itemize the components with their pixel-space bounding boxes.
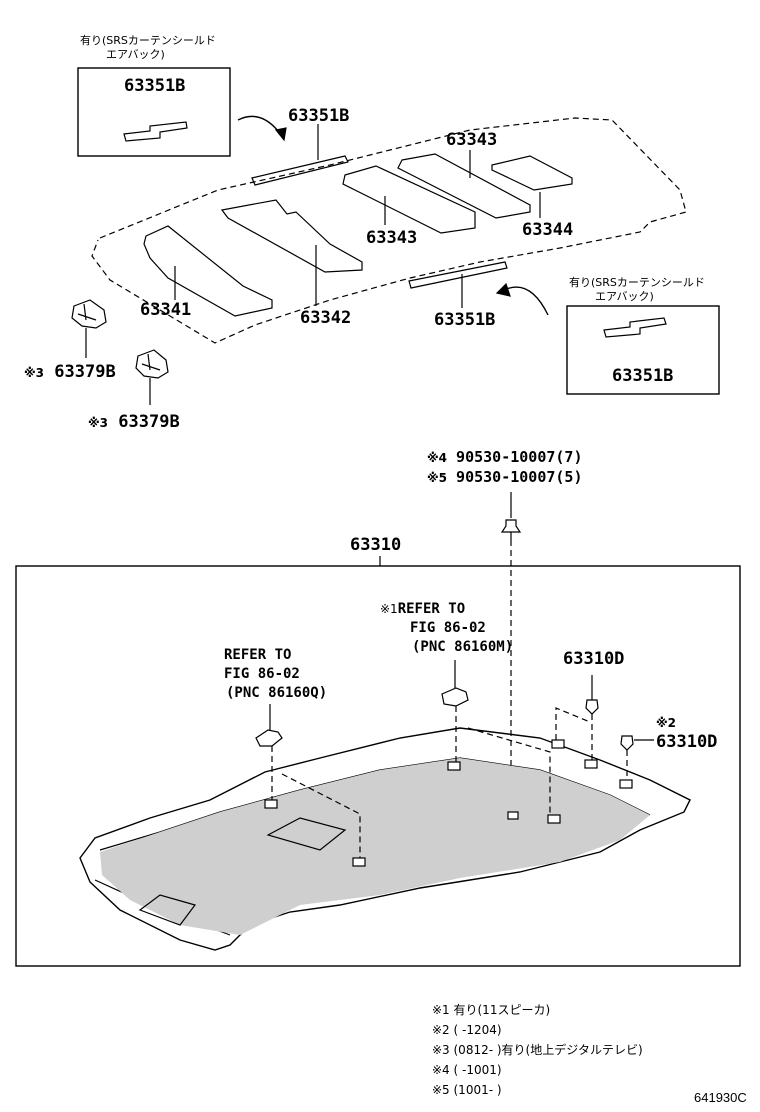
map-lamp-opening	[138, 894, 197, 926]
part-63351B-inset-right[interactable]: 63351B	[612, 366, 674, 386]
part-63310D-a[interactable]: 63310D	[563, 649, 625, 669]
headliner-body	[79, 727, 691, 951]
refer-86160M[interactable]: ※1REFER TO FIG 86-02 (PNC 86160M)	[380, 600, 513, 657]
part-63379B-b[interactable]: 63379B	[118, 412, 180, 432]
inset-pad-right	[603, 317, 667, 338]
part-90530-10007-5[interactable]: 90530-10007(5)	[456, 468, 583, 486]
bolt-90530	[500, 519, 522, 540]
part-63344[interactable]: 63344	[522, 220, 574, 240]
mark-3b: ※3	[88, 416, 109, 430]
arrow-top	[237, 115, 283, 137]
part-63351B[interactable]: 63351B	[288, 106, 350, 126]
mark-2: ※2	[656, 716, 677, 730]
mark-1: ※1	[380, 602, 398, 616]
part-63342[interactable]: 63342	[300, 308, 352, 328]
part-63310D-b[interactable]: 63310D	[656, 732, 718, 752]
sunroof-opening	[266, 817, 347, 851]
part-63379B-a[interactable]: 63379B	[54, 362, 116, 382]
strip-63351B-lower	[408, 261, 508, 289]
pad-63344	[491, 155, 573, 191]
refer-86160Q-line1: REFER TO	[224, 647, 292, 663]
srs-note-right: 有り(SRSカーテンシールド エアバック)	[569, 276, 705, 304]
srs-note-top-line1: 有り(SRSカーテンシールド	[80, 34, 216, 47]
refer-86160M-line3: (PNC 86160M)	[412, 639, 514, 655]
footnote-1: ※1 有り(11スピーカ)	[432, 1003, 551, 1017]
refer-86160M-line1: ※1REFER TO	[380, 600, 513, 619]
part-63343-b[interactable]: 63343	[366, 228, 418, 248]
arrow-right	[503, 286, 549, 316]
strip-63351B-top	[251, 155, 349, 186]
figure-code: 641930C	[694, 1090, 747, 1105]
clip-label-63379B-a[interactable]: ※3 63379B	[24, 364, 116, 381]
srs-note-top: 有り(SRSカーテンシールド エアバック)	[80, 34, 216, 62]
mark-4: ※4	[427, 451, 448, 465]
clip-63379B-b	[135, 349, 169, 379]
mark-5: ※5	[427, 471, 448, 485]
part-63351B-inset-top[interactable]: 63351B	[124, 76, 186, 96]
pad-63342	[220, 199, 363, 273]
clip-63310D-b	[620, 735, 634, 751]
inset-box-right	[566, 305, 720, 395]
footnote-3: ※3 (0812- )有り(地上デジタルテレビ)	[432, 1043, 643, 1057]
headliner-shading	[100, 758, 650, 935]
headliner-outline	[91, 117, 687, 344]
footnote-4: ※4 ( -1001)	[432, 1063, 502, 1077]
mark-3a: ※3	[24, 366, 45, 380]
inset-box-top	[77, 67, 231, 157]
part-63310[interactable]: 63310	[350, 535, 402, 555]
pad-63343-b	[397, 153, 531, 219]
part-63341[interactable]: 63341	[140, 300, 192, 320]
pad-63341	[143, 225, 273, 317]
refer-86160Q-line2: FIG 86-02	[224, 666, 300, 682]
headliner-frame	[15, 565, 741, 967]
inset-pad-top	[123, 121, 188, 142]
bolt-label-5[interactable]: ※5 90530-10007(5)	[427, 470, 582, 485]
srs-note-right-line2: エアバック)	[595, 290, 654, 303]
clip-86160M	[441, 660, 469, 707]
refer-86160M-line2: FIG 86-02	[410, 620, 486, 636]
refer-86160Q-line3: (PNC 86160Q)	[226, 685, 328, 701]
srs-note-top-line2: エアバック)	[106, 48, 165, 61]
refer-86160M-text1: REFER TO	[397, 601, 466, 617]
part-63343-a[interactable]: 63343	[446, 130, 498, 150]
footnote-5: ※5 (1001- )	[432, 1083, 502, 1097]
clip-label-63379B-b[interactable]: ※3 63379B	[88, 414, 180, 431]
footnote-2: ※2 ( -1204)	[432, 1023, 502, 1037]
srs-note-right-line1: 有り(SRSカーテンシールド	[569, 276, 705, 289]
part-63351B-lower[interactable]: 63351B	[434, 310, 496, 330]
clip-63310D-a	[585, 699, 599, 715]
pad-63343-a	[342, 165, 476, 234]
bolt-label-4[interactable]: ※4 90530-10007(7)	[427, 450, 582, 465]
refer-86160Q[interactable]: REFER TO FIG 86-02 (PNC 86160Q)	[224, 646, 327, 703]
part-90530-10007-7[interactable]: 90530-10007(7)	[456, 448, 583, 466]
footnotes: ※1 有り(11スピーカ) ※2 ( -1204) ※3 (0812- )有り(…	[432, 1000, 643, 1100]
clip-86160Q	[255, 704, 283, 747]
clip-63379B-a	[71, 299, 107, 329]
clip-label-63310D-b[interactable]: ※2	[656, 714, 676, 731]
